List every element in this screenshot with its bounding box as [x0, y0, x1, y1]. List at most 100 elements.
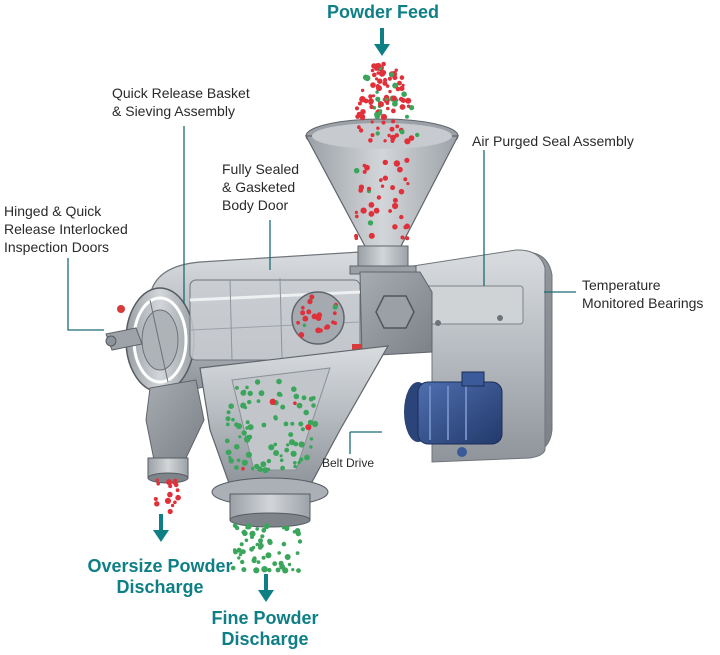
particle	[238, 435, 242, 439]
particle	[399, 85, 405, 91]
particle	[376, 195, 382, 200]
particle	[375, 131, 380, 136]
particle	[332, 311, 337, 316]
particle	[235, 386, 239, 390]
particle	[239, 542, 244, 547]
particle	[389, 126, 395, 132]
particle	[358, 184, 365, 190]
particle	[371, 94, 376, 98]
particle	[405, 236, 410, 241]
particle	[377, 78, 383, 84]
particle	[296, 320, 300, 325]
particle	[291, 386, 297, 393]
particle	[390, 185, 396, 191]
particle	[297, 460, 301, 465]
particle	[391, 95, 397, 102]
particle	[302, 315, 309, 322]
particle	[225, 449, 232, 456]
particle	[405, 114, 409, 119]
particle	[374, 112, 379, 117]
particle	[267, 567, 272, 573]
particle	[154, 501, 160, 507]
particle	[287, 562, 292, 567]
particle	[247, 399, 252, 405]
particle	[173, 478, 178, 483]
particle	[284, 447, 290, 453]
particle	[228, 455, 232, 460]
particle	[377, 110, 383, 116]
oversize-discharge-chute	[145, 379, 205, 484]
particle	[255, 527, 259, 531]
particle	[228, 403, 234, 410]
particle	[245, 420, 250, 425]
particle	[279, 563, 285, 570]
particle	[383, 139, 387, 143]
particle	[260, 461, 267, 468]
particle	[399, 214, 404, 220]
particle	[382, 80, 388, 86]
particle	[175, 494, 181, 501]
particle	[225, 422, 230, 427]
particle	[279, 393, 283, 397]
particle	[359, 114, 366, 120]
particle	[376, 126, 380, 130]
particle	[166, 479, 173, 486]
particle	[315, 327, 322, 334]
particle	[376, 71, 381, 75]
particle	[272, 561, 278, 567]
particle	[260, 534, 265, 539]
particle	[301, 305, 305, 310]
particle	[400, 97, 406, 103]
particle	[370, 120, 374, 124]
particle	[380, 184, 385, 188]
particle	[404, 157, 410, 163]
particle	[367, 186, 371, 191]
particle	[155, 478, 160, 482]
particle	[228, 458, 234, 464]
particle	[286, 443, 290, 447]
sieve-basket	[189, 277, 361, 361]
particle	[391, 119, 396, 124]
oversize-arrow-icon	[153, 514, 169, 542]
particle	[298, 441, 305, 448]
particle	[234, 465, 239, 470]
particle	[233, 549, 238, 555]
particle	[241, 459, 248, 466]
particle	[332, 304, 338, 310]
feed-hopper	[304, 118, 459, 275]
particle	[372, 72, 377, 78]
particle	[230, 565, 236, 571]
particle	[367, 220, 374, 226]
particle	[266, 458, 272, 464]
particle	[284, 554, 291, 560]
particle	[261, 566, 268, 573]
fully-sealed-label: Fully Sealed & Gasketed Body Door	[222, 161, 300, 213]
leader-lines	[67, 126, 576, 454]
particle	[357, 101, 362, 106]
particle	[241, 530, 246, 535]
particle	[283, 421, 289, 427]
particle	[236, 547, 242, 553]
particle	[363, 98, 369, 104]
particle	[167, 491, 173, 498]
quick-release-label: Quick Release Basket & Sieving Assembly	[112, 85, 250, 119]
particle	[324, 324, 331, 330]
particle	[381, 61, 386, 67]
particle	[354, 236, 359, 241]
particle	[300, 427, 305, 432]
particle	[168, 484, 173, 489]
particle	[250, 466, 255, 471]
particle	[409, 105, 415, 111]
particle	[307, 299, 313, 305]
particle	[368, 94, 373, 99]
particle	[406, 182, 410, 186]
particle	[297, 539, 303, 544]
particle	[293, 461, 297, 465]
particle	[355, 214, 359, 219]
particle	[388, 209, 392, 213]
particle	[382, 175, 388, 181]
particle	[301, 395, 307, 401]
particle	[167, 508, 173, 515]
particle	[243, 436, 251, 443]
